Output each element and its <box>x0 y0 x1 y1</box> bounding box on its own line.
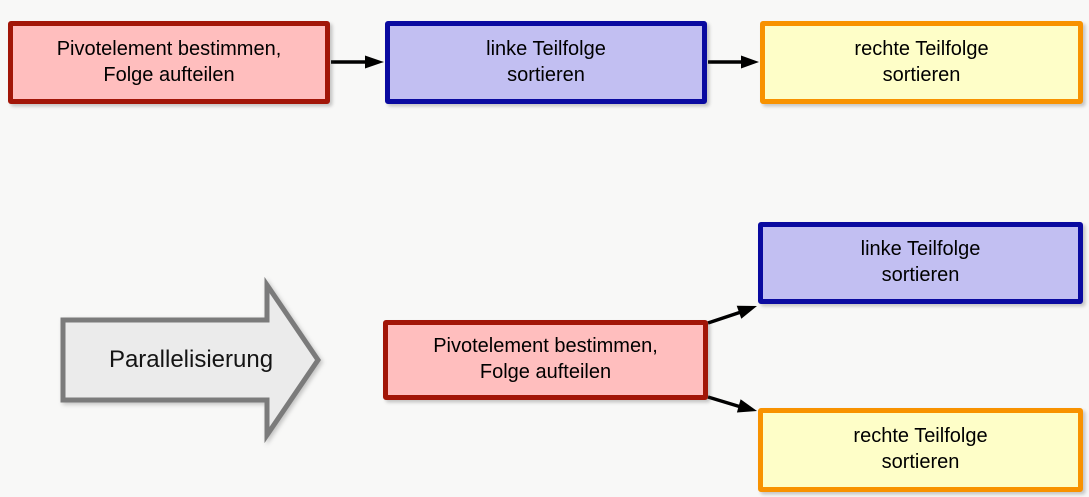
arrow-pivot-to-right-bottom <box>707 395 757 413</box>
box-right-subsequence-sequential-label: rechte Teilfolge sortieren <box>854 37 989 86</box>
box-right-subsequence-parallel-label: rechte Teilfolge sortieren <box>853 425 988 473</box>
arrow-pivot-to-left-top <box>331 55 384 69</box>
arrow-left-to-right-top <box>708 55 759 69</box>
box-left-subsequence-parallel: linke Teilfolge sortieren <box>758 222 1083 304</box>
box-right-subsequence-parallel: rechte Teilfolge sortieren <box>758 408 1083 492</box>
box-pivot-sequential: Pivotelement bestimmen, Folge aufteilen <box>8 21 330 104</box>
box-right-subsequence-sequential: rechte Teilfolge sortieren <box>760 21 1083 104</box>
arrow-pivot-to-left-bottom <box>707 305 757 325</box>
box-pivot-parallel: Pivotelement bestimmen, Folge aufteilen <box>383 320 708 400</box>
box-left-subsequence-sequential: linke Teilfolge sortieren <box>385 21 707 104</box>
parallelisierung-label: Parallelisierung <box>108 346 274 373</box>
box-left-subsequence-sequential-label: linke Teilfolge sortieren <box>486 37 606 86</box>
box-left-subsequence-parallel-label: linke Teilfolge sortieren <box>860 238 981 286</box>
box-pivot-parallel-label: Pivotelement bestimmen, Folge aufteilen <box>433 335 658 383</box>
box-pivot-sequential-label: Pivotelement bestimmen, Folge aufteilen <box>56 37 282 86</box>
